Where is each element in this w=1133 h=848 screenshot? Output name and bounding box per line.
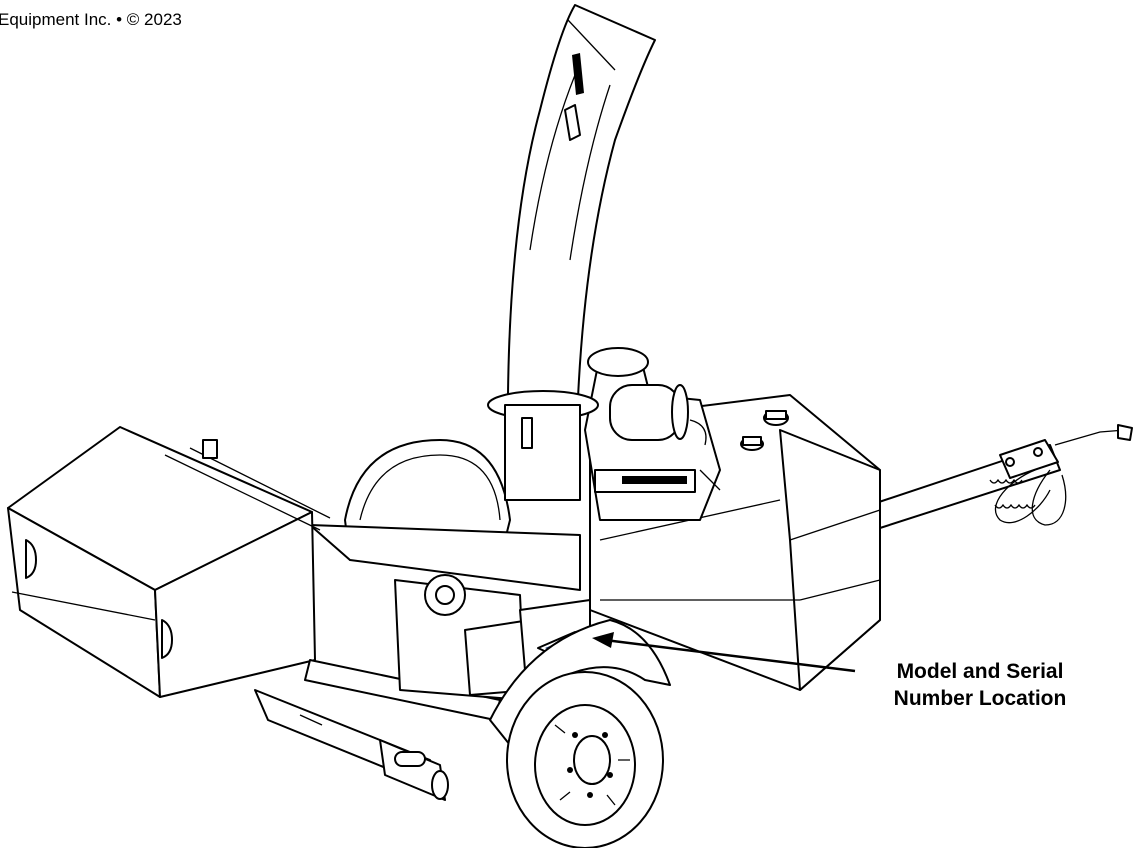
engine (584, 347, 721, 521)
flywheel-housing (309, 439, 581, 591)
callout-line-1: Model and Serial (896, 660, 1064, 683)
fuel-caps (740, 410, 789, 451)
tow-tongue (869, 424, 1133, 529)
discharge-chute (487, 4, 656, 501)
callout-arrow (592, 632, 856, 673)
safety-chains (989, 469, 1067, 526)
feed-hopper (7, 426, 331, 698)
callout-line-2: Number Location (893, 687, 1067, 710)
wheel (506, 671, 664, 848)
copyright-notice: Equipment Inc. • © 2023 (0, 10, 182, 29)
serial-location-callout: Model and Serial Number Location (862, 658, 1098, 712)
